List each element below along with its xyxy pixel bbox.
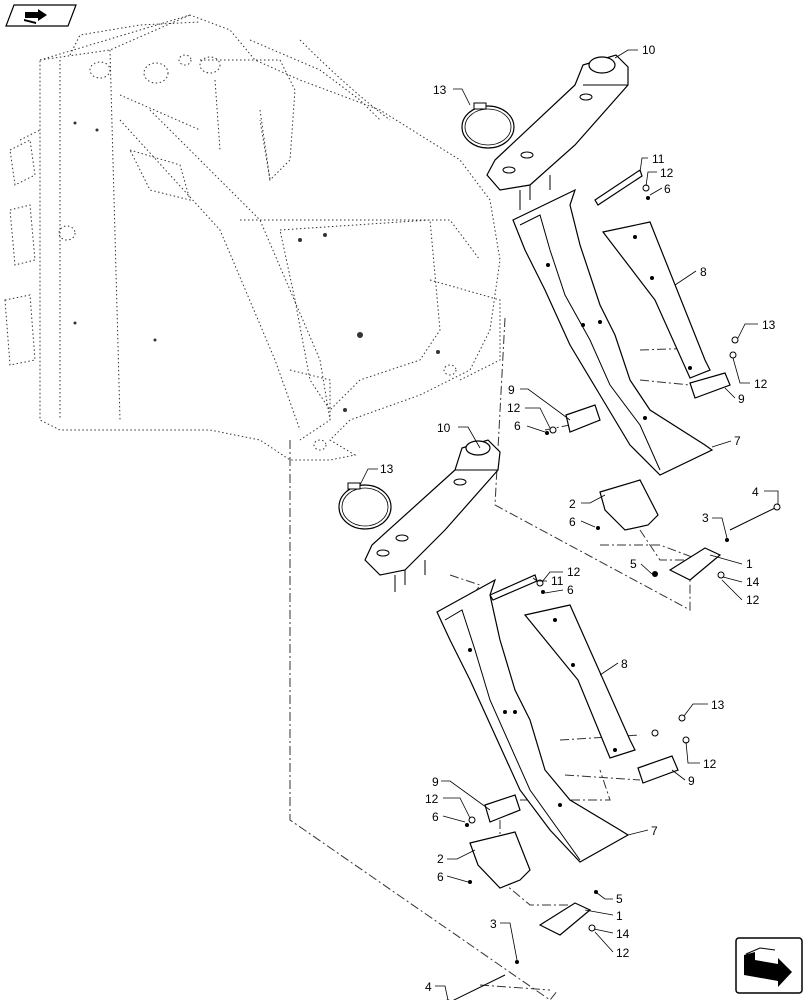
callout-6a-top: 6 — [664, 182, 671, 196]
loader-frame-phantom — [4, 14, 501, 461]
callout-9a-top: 9 — [508, 383, 515, 397]
callout-6c-bottom: 6 — [437, 870, 444, 884]
callout-13b-bottom: 13 — [711, 698, 725, 712]
callout-9b-bottom: 9 — [688, 774, 695, 788]
callout-5-bottom: 5 — [616, 892, 623, 906]
callout-6b-top: 6 — [514, 419, 521, 433]
boot-10-top[interactable] — [486, 54, 629, 210]
hinge-1-bottom[interactable] — [538, 902, 592, 936]
callout-5-top: 5 — [630, 557, 637, 571]
next-page-arrow-icon[interactable] — [735, 937, 803, 994]
callout-13-bottom: 13 — [380, 462, 394, 476]
callout-4-top: 4 — [752, 485, 759, 499]
bracket-9b-bottom[interactable] — [637, 755, 679, 784]
callout-9a-bottom: 9 — [432, 775, 439, 789]
callout-1-top: 1 — [746, 557, 753, 571]
hinge-1-top[interactable] — [668, 547, 722, 581]
callout-12b-bottom: 12 — [703, 757, 717, 771]
bolt-4-top[interactable] — [729, 503, 781, 531]
callout-12c-bottom: 12 — [425, 792, 439, 806]
plate-8-bottom[interactable] — [523, 604, 636, 759]
bottom-assembly — [338, 439, 690, 1000]
bracket-9a-top[interactable] — [565, 404, 601, 433]
callout-4-bottom: 4 — [425, 980, 432, 994]
callout-2-bottom: 2 — [437, 852, 444, 866]
callout-6a-bottom: 6 — [567, 583, 574, 597]
strip-11-bottom[interactable] — [489, 574, 538, 601]
strip-11-top[interactable] — [594, 169, 643, 206]
callout-3-bottom: 3 — [490, 917, 497, 931]
callout-12a-bottom: 12 — [567, 565, 581, 579]
callout-1-bottom: 1 — [616, 909, 623, 923]
callout-9b-top: 9 — [738, 392, 745, 406]
callout-6b-bottom: 6 — [432, 810, 439, 824]
clamp-13-bottom[interactable] — [338, 482, 392, 530]
callout-3-top: 3 — [702, 511, 709, 525]
plate-2-top[interactable] — [599, 479, 659, 531]
shield-7-top[interactable] — [512, 188, 714, 476]
callouts-top: 10 13 11 12 6 8 13 12 9 9 12 6 7 2 6 4 3… — [433, 43, 776, 607]
callout-13b-top: 13 — [762, 318, 776, 332]
callout-2-top: 2 — [569, 497, 576, 511]
plate-8-top[interactable] — [601, 221, 711, 379]
top-assembly — [461, 54, 781, 581]
clamp-13-top[interactable] — [461, 102, 515, 149]
shield-7-bottom[interactable] — [436, 578, 630, 863]
callout-7-bottom: 7 — [651, 824, 658, 838]
callout-10-top: 10 — [642, 43, 656, 57]
bracket-9a-bottom[interactable] — [484, 794, 521, 823]
callout-10-bottom: 10 — [437, 421, 451, 435]
book-arrow-icon[interactable] — [5, 4, 77, 27]
callout-7-top: 7 — [734, 434, 741, 448]
callout-leaders — [359, 49, 779, 1000]
callout-12d-top: 12 — [746, 593, 760, 607]
callout-12d-bottom: 12 — [616, 946, 630, 960]
callout-11-top: 11 — [652, 152, 665, 166]
boot-10-bottom[interactable] — [364, 439, 501, 592]
callout-14-top: 14 — [746, 575, 760, 589]
callout-6c-top: 6 — [569, 515, 576, 529]
callout-8-top: 8 — [700, 265, 707, 279]
bolt-4-bottom[interactable] — [445, 974, 506, 1000]
bracket-9b-top[interactable] — [689, 372, 731, 399]
callout-12a-top: 12 — [660, 166, 674, 180]
plate-2-bottom[interactable] — [469, 831, 531, 889]
callout-11-bottom: 11 — [551, 574, 564, 588]
callouts-bottom: 10 13 11 12 6 8 13 12 9 9 12 6 7 2 6 5 1… — [380, 421, 725, 994]
assembly-guide-lines — [289, 317, 701, 1000]
callout-8-bottom: 8 — [621, 657, 628, 671]
callout-12c-top: 12 — [507, 401, 521, 415]
callout-12b-top: 12 — [754, 377, 768, 391]
callout-13-top: 13 — [433, 83, 447, 97]
callout-14-bottom: 14 — [616, 927, 630, 941]
